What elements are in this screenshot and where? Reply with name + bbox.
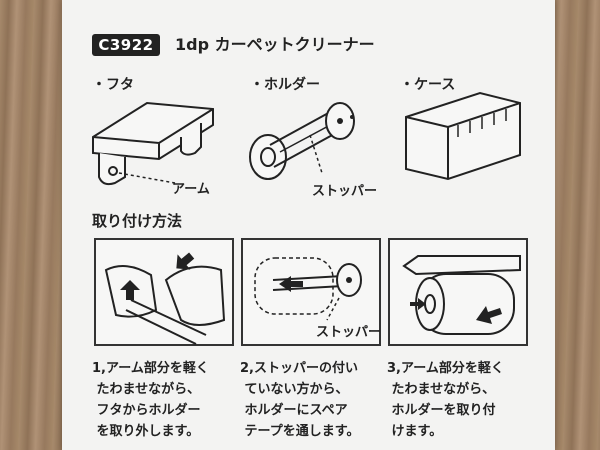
part-label-lid: ・フタ [92,77,134,93]
product-code-badge: C3922 [92,34,160,56]
step1-panel [94,238,234,346]
step2-text: 2,ストッパーの付い ていない方から、 ホルダーにスペア テープを通します。 [240,361,360,439]
lid-illustration [92,101,214,186]
instruction-card [62,0,555,450]
case-illustration [405,91,521,181]
arrow-icon [476,306,502,324]
callout-stopper: ストッパー [312,184,378,199]
instructions-heading: 取り付け方法 [92,212,183,230]
arrow-icon [410,298,426,310]
arrow-icon [176,252,195,270]
arrow-up-icon [120,280,140,300]
step3-roller-illustration [402,255,521,335]
step3-text: 3,アーム部分を軽く たわませながら、 ホルダーを取り付 けます。 [387,361,504,439]
part-label-holder: ・ホルダー [250,77,320,93]
step1-hands-illustration [104,252,226,345]
step3-panel [388,238,528,346]
callout-arm: アーム [172,182,210,197]
holder-illustration [249,102,355,180]
step2-callout-stopper: ストッパー [316,325,382,340]
product-title: 1dp カーペットクリーナー [175,35,375,54]
step1-text: 1,アーム部分を軽く たわませながら、 フタからホルダー を取り外します。 [92,361,209,439]
arrow-right-icon [279,276,303,292]
step2-panel [241,238,381,346]
part-label-case: ・ケース [400,77,456,93]
step2-holder-illustration [254,257,362,321]
